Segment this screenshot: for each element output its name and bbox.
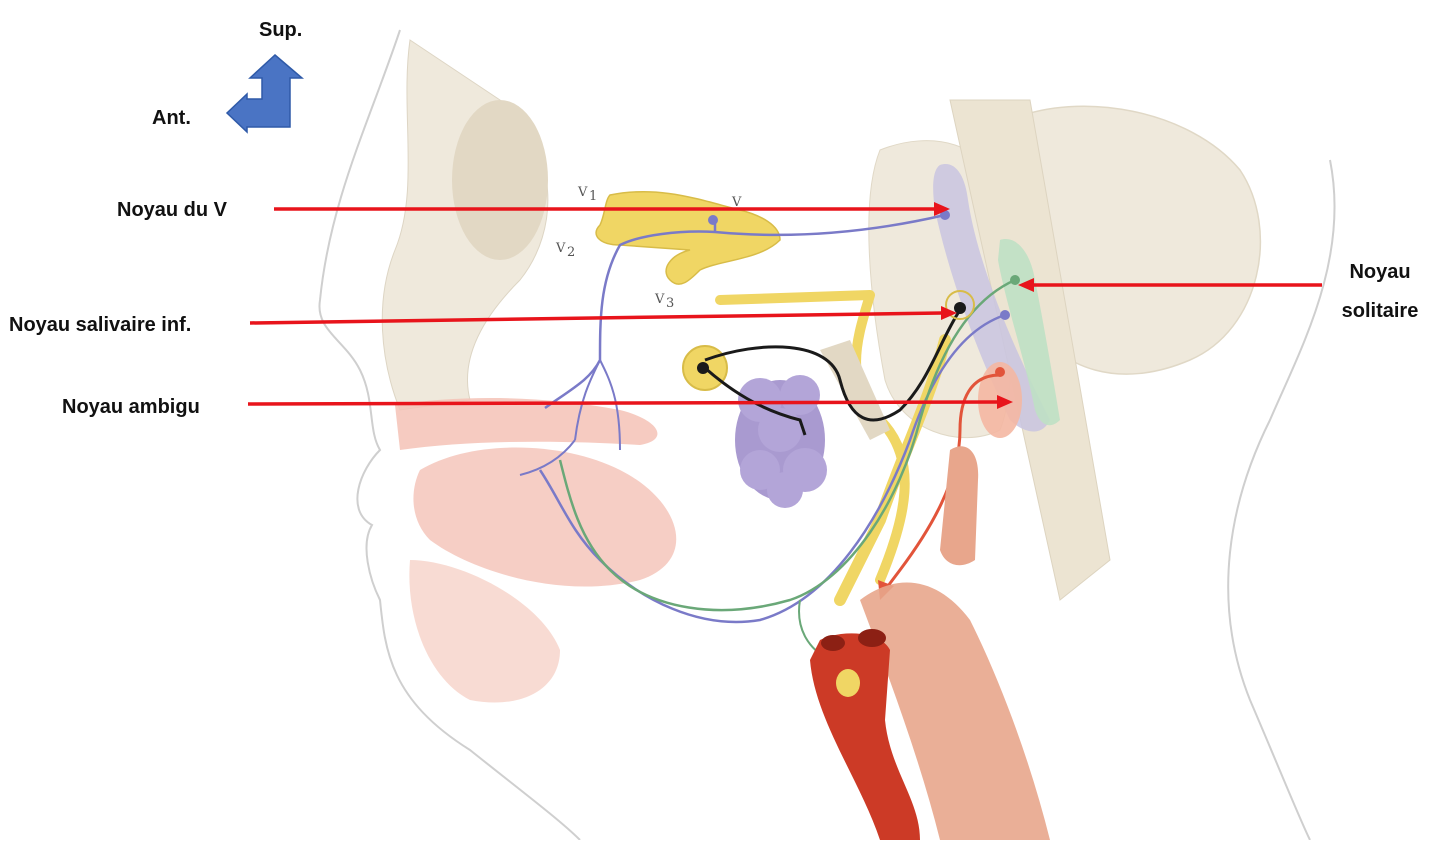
carotid-lumen-2 bbox=[858, 629, 886, 647]
label-noyau-salivaire: Noyau salivaire inf. bbox=[9, 313, 191, 337]
superior-label: Sup. bbox=[259, 18, 302, 42]
sensory-soma-v bbox=[708, 215, 718, 225]
label-v1-sub: 1 bbox=[589, 189, 597, 204]
trigeminal-ganglion bbox=[596, 192, 780, 284]
orbit bbox=[452, 100, 548, 260]
anterior-label: Ant. bbox=[152, 106, 191, 130]
parotid-gland bbox=[735, 375, 827, 508]
label-noyau-solitaire-2: solitaire bbox=[1330, 299, 1430, 323]
label-v1: V bbox=[577, 185, 588, 200]
label-noyau-ambigu: Noyau ambigu bbox=[62, 395, 200, 419]
label-v3: V bbox=[654, 292, 665, 307]
sensory-end-ix bbox=[1000, 310, 1010, 320]
label-v3-sub: 3 bbox=[666, 296, 674, 311]
motor-soma bbox=[995, 367, 1005, 377]
styloid-process bbox=[820, 340, 890, 440]
label-v2: V bbox=[555, 241, 566, 256]
label-noyau-solitaire-1: Noyau bbox=[1330, 260, 1430, 284]
label-noyau-v: Noyau du V bbox=[117, 198, 227, 222]
carotid-lumen-1 bbox=[821, 635, 845, 651]
stylopharyngeus bbox=[940, 446, 978, 565]
carotid-sinus bbox=[836, 669, 860, 697]
taste-end bbox=[1010, 275, 1020, 285]
parasympathetic-soma bbox=[954, 302, 966, 314]
pointer-noyau-salivaire bbox=[250, 306, 957, 323]
tongue bbox=[413, 448, 676, 587]
parasympathetic-ganglion-soma bbox=[697, 362, 709, 374]
orientation-arrow bbox=[227, 55, 302, 132]
label-v2-sub: 2 bbox=[567, 245, 575, 260]
